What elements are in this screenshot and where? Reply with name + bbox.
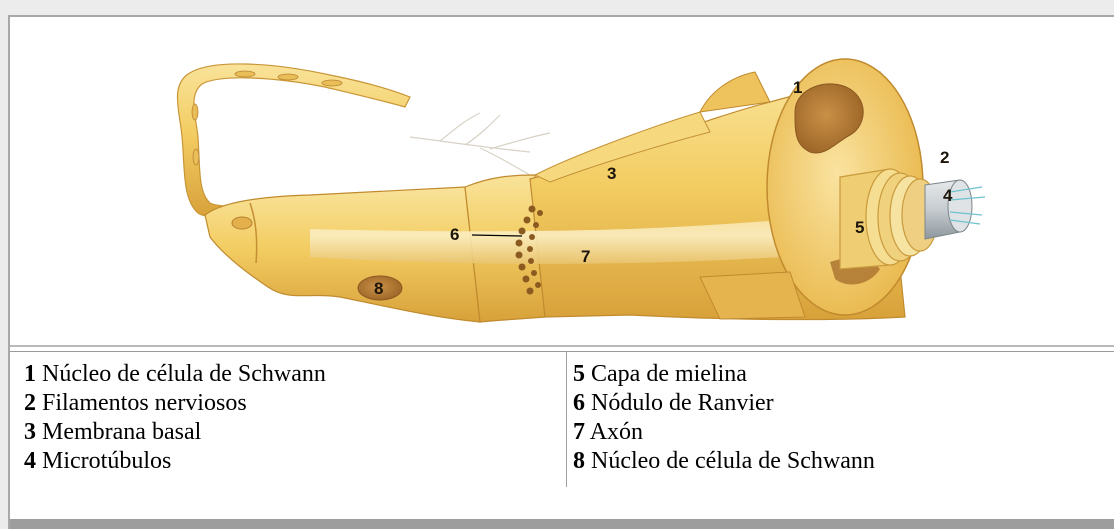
legend-item: 2 Filamentos nerviosos: [24, 389, 326, 418]
legend-text: Nódulo de Ranvier: [591, 390, 774, 416]
legend-text: Microtúbulos: [42, 448, 171, 474]
figure-frame: 1 2 3 4 5 6 7 8 1 Núcleo de célula de Sc…: [8, 15, 1114, 529]
figure-cell: 1 2 3 4 5 6 7 8: [10, 17, 1114, 347]
legend-text: Axón: [590, 419, 643, 445]
legend-text: Capa de mielina: [591, 361, 747, 387]
legend-text: Núcleo de célula de Schwann: [591, 448, 875, 474]
legend-text: Membrana basal: [42, 419, 201, 445]
legend-number: 4: [24, 448, 36, 474]
label-6: 6: [450, 225, 459, 244]
label-5: 5: [855, 218, 864, 237]
legend-divider: [566, 352, 567, 487]
bottom-border-bar: [10, 519, 1114, 529]
label-3: 3: [607, 164, 616, 183]
legend-column-right: 5 Capa de mielina 6 Nódulo de Ranvier 7 …: [573, 360, 875, 476]
nerve-fiber-diagram: 1 2 3 4 5 6 7 8: [10, 17, 1114, 347]
legend-item: 8 Núcleo de célula de Schwann: [573, 447, 875, 476]
legend-text: Núcleo de célula de Schwann: [42, 361, 326, 387]
legend-number: 1: [24, 361, 36, 387]
legend-table: 1 Núcleo de célula de Schwann 2 Filament…: [10, 351, 1114, 492]
legend-column-left: 1 Núcleo de célula de Schwann 2 Filament…: [24, 360, 326, 476]
label-2: 2: [940, 148, 949, 167]
legend-number: 2: [24, 390, 36, 416]
legend-text: Filamentos nerviosos: [42, 390, 247, 416]
legend-number: 3: [24, 419, 36, 445]
label-1: 1: [793, 78, 802, 97]
legend-item: 5 Capa de mielina: [573, 360, 875, 389]
legend-item: 7 Axón: [573, 418, 875, 447]
legend-item: 4 Microtúbulos: [24, 447, 326, 476]
label-8: 8: [374, 279, 383, 298]
legend-item: 3 Membrana basal: [24, 418, 326, 447]
label-7: 7: [581, 247, 590, 266]
legend-item: 1 Núcleo de célula de Schwann: [24, 360, 326, 389]
legend-number: 6: [573, 390, 585, 416]
legend-number: 7: [573, 419, 585, 445]
legend-number: 5: [573, 361, 585, 387]
legend-number: 8: [573, 448, 585, 474]
thin-filaments: [410, 113, 550, 175]
legend-item: 6 Nódulo de Ranvier: [573, 389, 875, 418]
label-4: 4: [943, 186, 953, 205]
